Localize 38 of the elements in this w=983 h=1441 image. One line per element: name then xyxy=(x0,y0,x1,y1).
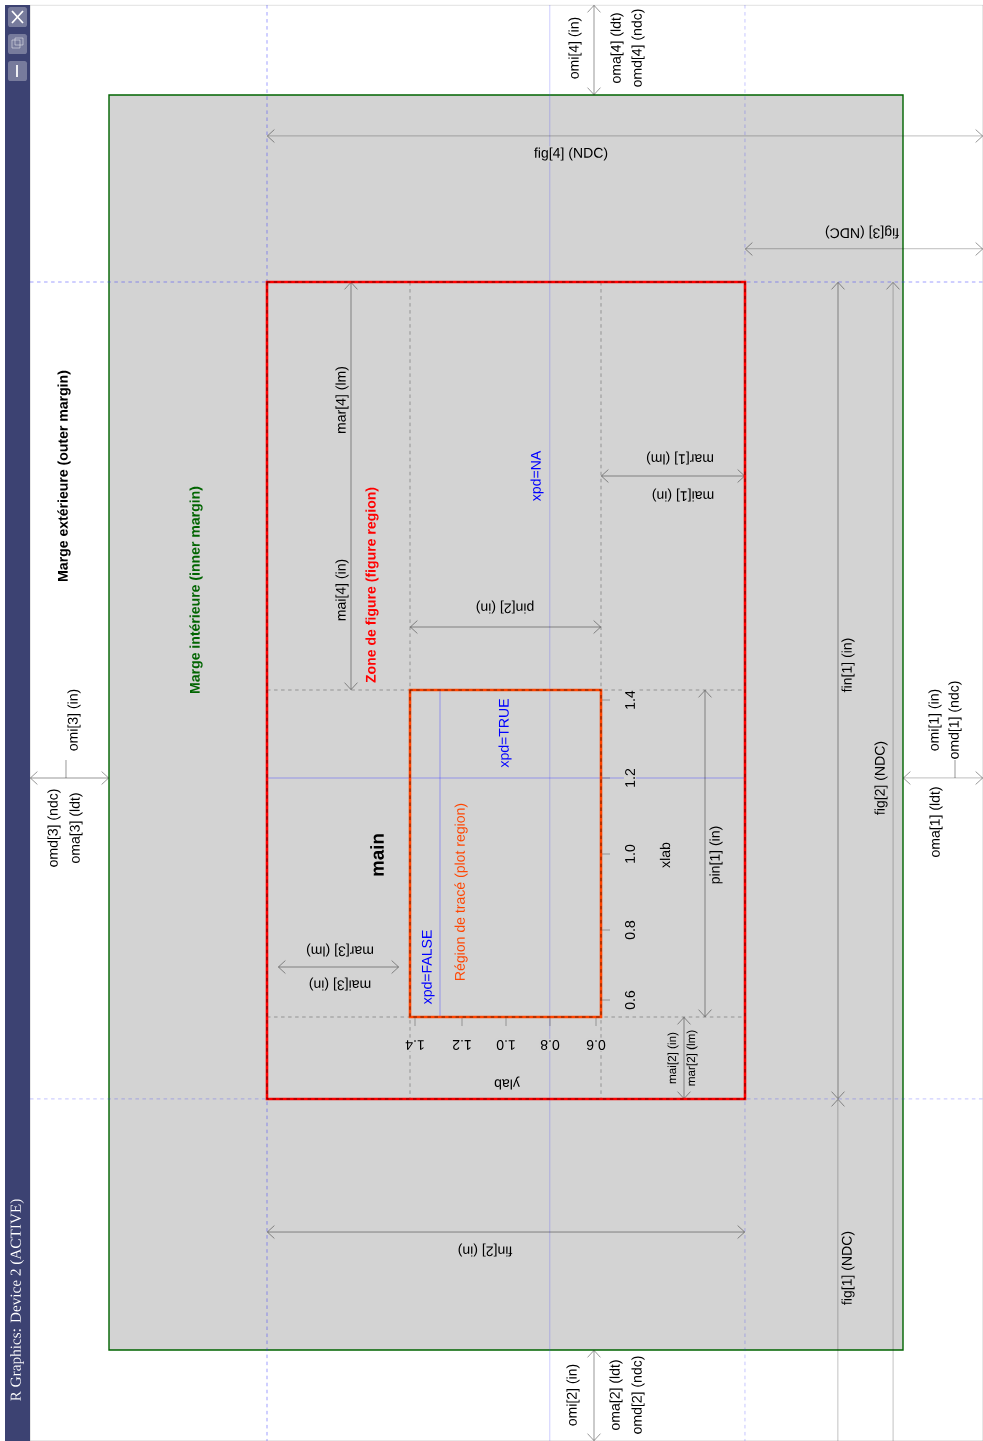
dimension-label: omi[2] (in) xyxy=(566,1364,580,1426)
dimension-label: mai[3] (in) xyxy=(309,977,371,991)
dimension-label: mar[1] (lm) xyxy=(646,451,714,465)
margin-label: Marge extérieure (outer margin) xyxy=(57,370,71,581)
dimension-label: fig[1] (NDC) xyxy=(841,1231,855,1305)
dimension-label: mai[1] (in) xyxy=(652,488,714,502)
dimension-label: omi[4] (in) xyxy=(568,17,582,79)
dimension-label: oma[4] (ldt) xyxy=(610,13,624,83)
dimension-label: mai[2] (in) xyxy=(667,1032,679,1084)
dimension-label: fig[4] (NDC) xyxy=(532,146,610,162)
dimension-label: oma[3] (ldt) xyxy=(69,793,83,863)
dimension-label: mar[4] (lm) xyxy=(335,366,349,434)
dimension-label: fig[2] (NDC) xyxy=(874,741,888,815)
plot-title: main xyxy=(370,834,384,876)
axis-tick-label: 1.4 xyxy=(404,1039,426,1051)
dimension-label: fig[3] (NDC) xyxy=(825,225,899,239)
dimension-label: ylab xyxy=(494,1076,520,1090)
dimension-label: oma[2] (ldt) xyxy=(609,1360,623,1430)
line-label: xpd=TRUE xyxy=(498,699,512,768)
dimension-label: oma[1] (ldt) xyxy=(929,787,943,857)
window-title: R Graphics: Device 2 (ACTIVE) xyxy=(5,5,30,1441)
line-label: xpd=FALSE xyxy=(421,930,435,1005)
dimension-label: mar[2] (lm) xyxy=(686,1030,698,1086)
dimension-label: fin[1] (in) xyxy=(841,638,855,693)
dimension-label: omd[2] (ndc) xyxy=(631,1356,645,1434)
dimension-label: mar[3] (lm) xyxy=(306,943,374,957)
dimension-label: omd[4] (ndc) xyxy=(631,9,645,87)
axis-tick-label: 1.4 xyxy=(624,689,636,711)
dimension-label: pin[1] (in) xyxy=(709,826,723,884)
dimension-label: omi[3] (in) xyxy=(67,689,81,751)
dimension-label: fin[2] (in) xyxy=(458,1243,513,1257)
line-label: xpd=NA xyxy=(530,450,544,502)
dimension-label: mai[4] (in) xyxy=(335,559,349,621)
dimension-label: xlab xyxy=(659,842,671,868)
dimension-label: omd[1] (ndc) xyxy=(948,681,962,759)
dimension-label: omd[3] (ndc) xyxy=(47,789,61,867)
dimension-label: omi[1] (in) xyxy=(928,689,942,751)
dimension-label: pin[2] (in) xyxy=(476,600,534,614)
